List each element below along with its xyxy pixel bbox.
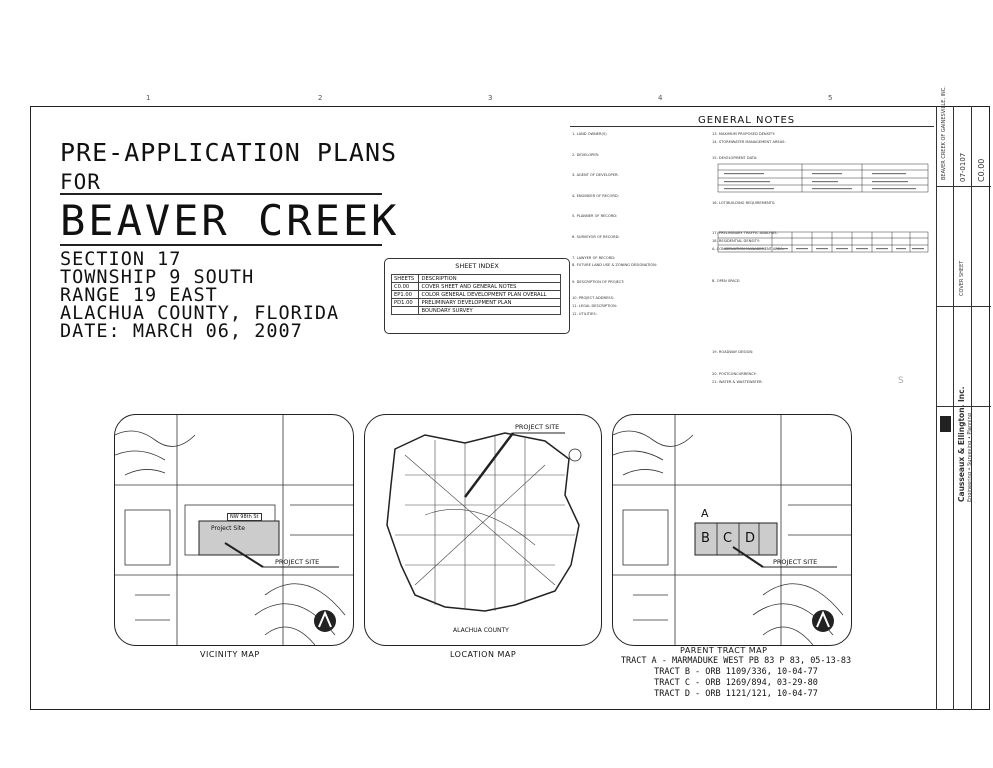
tract-d-label: D bbox=[745, 531, 756, 546]
location-project-site-callout: PROJECT SITE bbox=[515, 423, 560, 431]
tract-c-label: C bbox=[723, 531, 733, 546]
note-item: 7. LAWYER OF RECORD: bbox=[572, 255, 616, 260]
title-block-divider bbox=[937, 306, 991, 307]
notes-column-1: 1. LAND OWNER(S) 2. DEVELOPER: 3. AGENT … bbox=[572, 132, 712, 319]
sheet-description: PRELIMINARY DEVELOPMENT PLAN bbox=[418, 298, 561, 307]
sheet-index-heading: SHEET INDEX bbox=[455, 262, 499, 270]
sheet-number: C0.00 bbox=[390, 282, 420, 291]
township-line: TOWNSHIP 9 SOUTH bbox=[60, 267, 255, 288]
client-name: BEAVER CREEK OF GAINESVILLE, INC. bbox=[941, 86, 947, 180]
sheet-description: COLOR GENERAL DEVELOPMENT PLAN OVERALL bbox=[418, 290, 561, 299]
section-line: SECTION 17 bbox=[60, 249, 182, 270]
title-rule-top bbox=[60, 193, 382, 195]
notes-underline bbox=[570, 126, 934, 127]
vicinity-street-label: NW 98th St bbox=[227, 513, 262, 521]
tract-entry: TRACT B - ORB 1109/336, 10-04-77 bbox=[654, 667, 818, 677]
county-line: ALACHUA COUNTY, FLORIDA bbox=[60, 303, 340, 324]
development-data-tables bbox=[717, 163, 929, 253]
note-item: 13. MAXIMUM PROPOSED DENSITY: bbox=[712, 132, 776, 136]
table-row: BOUNDARY SURVEY bbox=[390, 306, 561, 315]
tract-entry: TRACT A - MARMADUKE WEST PB 83 P 83, 05-… bbox=[620, 656, 852, 666]
note-item: 5. PLANNER OF RECORD: bbox=[572, 214, 618, 219]
date-line: DATE: MARCH 06, 2007 bbox=[60, 321, 303, 342]
drawing-sheet-border bbox=[30, 106, 990, 710]
note-item: 6. SURVEYOR OF RECORD: bbox=[572, 234, 620, 239]
title-block: BEAVER CREEK OF GAINESVILLE, INC. C0.00 … bbox=[936, 86, 991, 710]
column-header: SHEETS bbox=[390, 274, 420, 283]
sheet-number: PD1.00 bbox=[390, 298, 420, 307]
firm-services: Engineering • Surveying • Planning bbox=[967, 413, 973, 502]
sheet-description: COVER SHEET AND GENERAL NOTES bbox=[418, 282, 561, 291]
tract-entry: TRACT D - ORB 1121/121, 10-04-77 bbox=[654, 689, 818, 699]
note-item: 11. LEGAL DESCRIPTION: bbox=[572, 303, 618, 308]
note-item: 21. WATER & WASTEWATER: bbox=[712, 379, 763, 384]
title-block-divider bbox=[937, 186, 991, 187]
location-map-drawing bbox=[386, 432, 582, 612]
note-item: 9. DESCRIPTION OF PROJECT: bbox=[572, 279, 625, 284]
tract-a-label: A bbox=[701, 507, 709, 520]
note-item: 15. DEVELOPMENT DATA: bbox=[712, 156, 758, 161]
general-notes-heading: GENERAL NOTES bbox=[698, 115, 796, 126]
note-item: 3. AGENT OF DEVELOPER: bbox=[572, 173, 619, 178]
sheet-number: C0.00 bbox=[977, 158, 986, 182]
parent-tract-map: A B C D PROJECT SITE bbox=[612, 414, 852, 646]
note-item: 17. PRELIMINARY TRAFFIC ANALYSIS: bbox=[712, 231, 778, 236]
parent-tract-map-drawing bbox=[613, 415, 851, 645]
title-rule-bottom bbox=[60, 244, 382, 246]
title-block-divider bbox=[937, 406, 991, 407]
alachua-county-label: ALACHUA COUNTY bbox=[453, 627, 509, 634]
parent-project-site-callout: PROJECT SITE bbox=[773, 558, 818, 566]
watermark: S bbox=[898, 376, 904, 386]
note-item: 4. ENGINEER OF RECORD: bbox=[572, 193, 619, 198]
plans-title-for: FOR bbox=[60, 170, 101, 194]
location-map-label: LOCATION MAP bbox=[450, 650, 517, 659]
firm-name: Causseaux & Ellington, Inc. bbox=[957, 386, 966, 502]
firm-logo-icon bbox=[940, 416, 951, 432]
vicinity-map: Project Site NW 98th St PROJECT SITE bbox=[114, 414, 354, 646]
vicinity-map-label: VICINITY MAP bbox=[200, 650, 260, 659]
sheet-name: COVER SHEET bbox=[959, 260, 965, 296]
tract-list: TRACT A - MARMADUKE WEST PB 83 P 83, 05-… bbox=[566, 656, 906, 700]
note-item: 12. UTILITIES: bbox=[572, 311, 597, 316]
note-item: 14. STORMWATER MANAGEMENT AREAS: bbox=[712, 139, 786, 144]
tract-b-label: B bbox=[701, 531, 710, 546]
tract-entry: TRACT C - ORB 1269/894, 03-29-80 bbox=[654, 678, 818, 688]
vicinity-project-site-callout: PROJECT SITE bbox=[275, 558, 320, 566]
vicinity-site-text: Project Site bbox=[211, 525, 245, 532]
note-item: 8. FUTURE LAND USE & ZONING DESIGNATION: bbox=[572, 263, 658, 268]
parent-tract-map-label: PARENT TRACT MAP bbox=[680, 646, 768, 655]
note-item: 2. DEVELOPER: bbox=[572, 152, 600, 157]
note-item: 1. LAND OWNER(S) bbox=[572, 132, 607, 136]
note-item: 10. PROJECT ADDRESS: bbox=[572, 296, 615, 301]
plans-title: PRE-APPLICATION PLANS bbox=[60, 138, 398, 167]
sheet-number bbox=[390, 306, 420, 315]
job-number: 07-0107 bbox=[959, 152, 967, 182]
title-block-divider bbox=[953, 106, 954, 710]
note-item: 16. LOT/BUILDING REQUIREMENTS: bbox=[712, 200, 776, 205]
project-name: BEAVER CREEK bbox=[60, 196, 400, 245]
sheet-description: BOUNDARY SURVEY bbox=[418, 306, 561, 315]
note-item: 18. RESIDENTIAL DENSITY: bbox=[712, 238, 760, 243]
sheet-number: EP1.00 bbox=[390, 290, 420, 299]
range-line: RANGE 19 EAST bbox=[60, 285, 218, 306]
location-map: PROJECT SITE ALACHUA COUNTY bbox=[364, 414, 602, 646]
note-item: 19. ROADWAY DESIGN: bbox=[712, 349, 754, 354]
column-header: DESCRIPTION bbox=[418, 274, 561, 283]
note-item: 20. POSTCONCURRENCY: bbox=[712, 372, 757, 377]
vicinity-map-drawing bbox=[115, 415, 353, 645]
title-block-divider bbox=[971, 106, 972, 710]
note-item: B. OPEN SPACE: bbox=[712, 279, 741, 284]
